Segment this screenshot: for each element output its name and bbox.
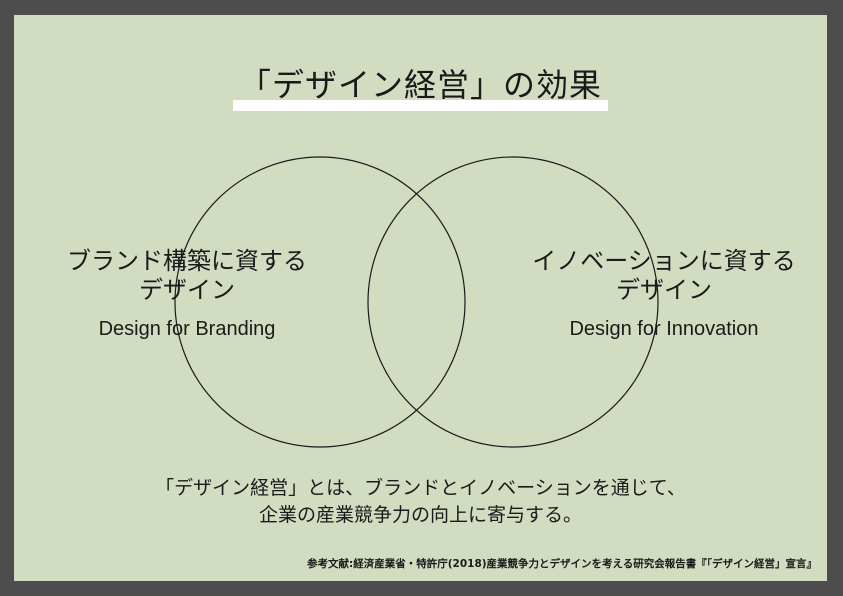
branding-label-en: Design for Branding (98, 317, 276, 340)
summary-text: 「デザイン経営」とは、ブランドとイノベーションを通じて、 企業の産業競争力の向上… (14, 475, 827, 529)
branding-label-jp-line1: ブランド構築に資する (67, 247, 307, 275)
innovation-label-jp-line2: デザイン (616, 275, 712, 304)
venn-diagram (174, 156, 659, 448)
branding-label-jp-line2: デザイン (139, 275, 235, 304)
innovation-label-en: Design for Innovation (569, 317, 759, 340)
title-text: 「デザイン経営」の効果 (238, 66, 602, 104)
branding-circle (174, 156, 466, 448)
diagram-frame: 「デザイン経営」の効果 ブランド構築に資する デザイン Design for B… (14, 15, 827, 581)
branding-label: ブランド構築に資する デザイン Design for Branding (42, 247, 332, 341)
innovation-circle (367, 156, 659, 448)
reference-citation: 参考文献:経済産業省・特許庁(2018)産業競争力とデザインを考える研究会報告書… (307, 558, 817, 570)
summary-line1: 「デザイン経営」とは、ブランドとイノベーションを通じて、 (155, 477, 686, 499)
title-highlight-bar (232, 100, 608, 111)
innovation-label-jp-line1: イノベーションに資する (532, 247, 796, 275)
innovation-label: イノベーションに資する デザイン Design for Innovation (514, 247, 814, 341)
page-title: 「デザイン経営」の効果 (232, 63, 608, 111)
summary-line2: 企業の産業競争力の向上に寄与する。 (258, 504, 582, 526)
title-container: 「デザイン経営」の効果 (14, 63, 827, 111)
